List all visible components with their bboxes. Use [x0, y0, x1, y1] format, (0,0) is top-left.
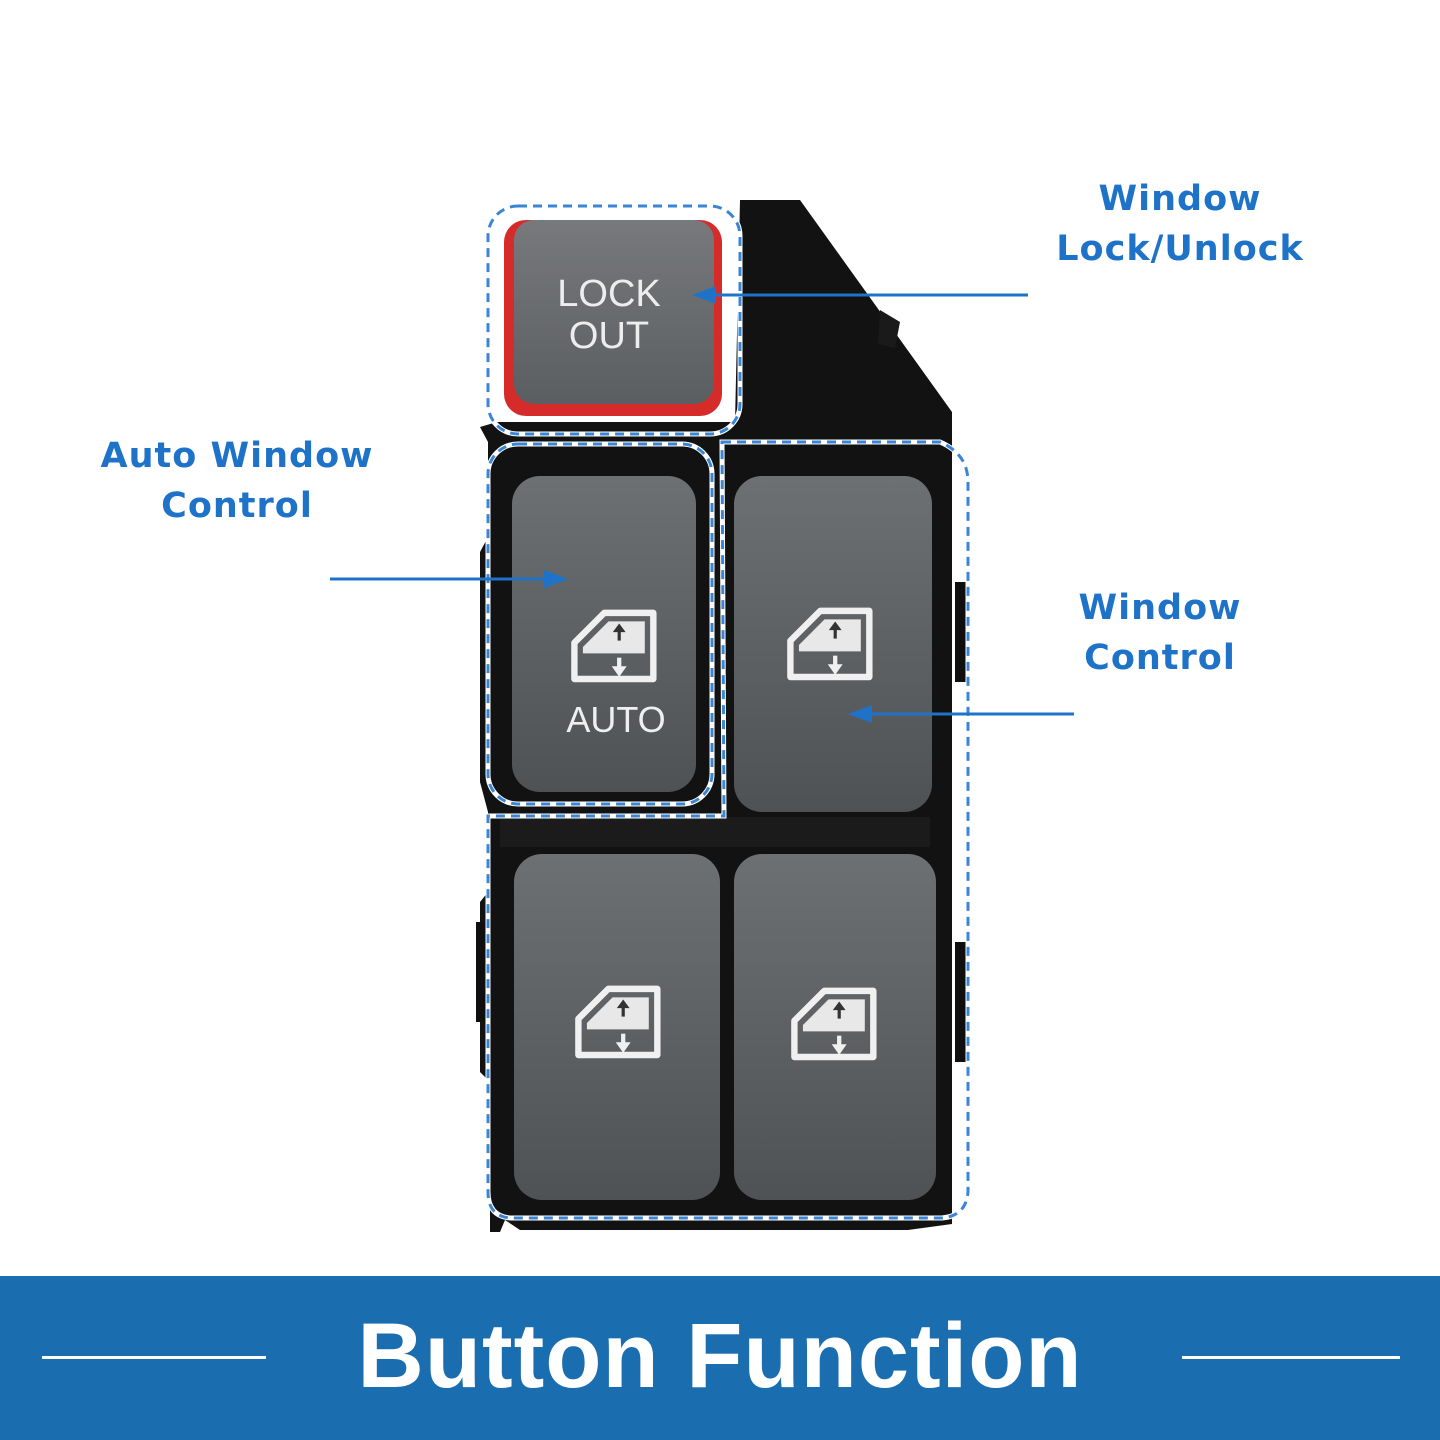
banner-left-rule [42, 1356, 266, 1359]
callout-window-control: Window Control [1040, 583, 1280, 683]
window-button-rear-right[interactable] [734, 854, 936, 1200]
banner-title: Button Function [357, 1305, 1083, 1407]
auto-window-button[interactable] [512, 476, 696, 792]
auto-highlight-outline [486, 442, 714, 806]
callout-lock-line1: Window [1098, 179, 1262, 219]
title-banner: Button Function [0, 1276, 1440, 1440]
window-button-rear-left[interactable] [514, 854, 720, 1200]
lock-out-button[interactable] [504, 220, 722, 416]
callout-auto-line1: Auto Window [100, 436, 374, 476]
window-button-front-right[interactable] [734, 476, 932, 812]
callout-arrows [330, 286, 1074, 723]
callout-window-line2: Control [1084, 638, 1236, 678]
auto-label: AUTO [566, 699, 665, 740]
callout-lock-unlock: Window Lock/Unlock [1020, 174, 1340, 274]
lock-highlight-outline [486, 204, 742, 436]
callout-lock-line2: Lock/Unlock [1056, 229, 1304, 269]
callout-window-line1: Window [1078, 588, 1242, 628]
lock-out-label-line1: LOCK [557, 273, 660, 315]
window-highlight-outline [486, 440, 970, 1220]
lock-out-label-line2: OUT [569, 315, 649, 357]
callout-auto-window: Auto Window Control [80, 431, 394, 531]
banner-right-rule [1182, 1356, 1400, 1359]
callout-auto-line2: Control [161, 486, 313, 526]
